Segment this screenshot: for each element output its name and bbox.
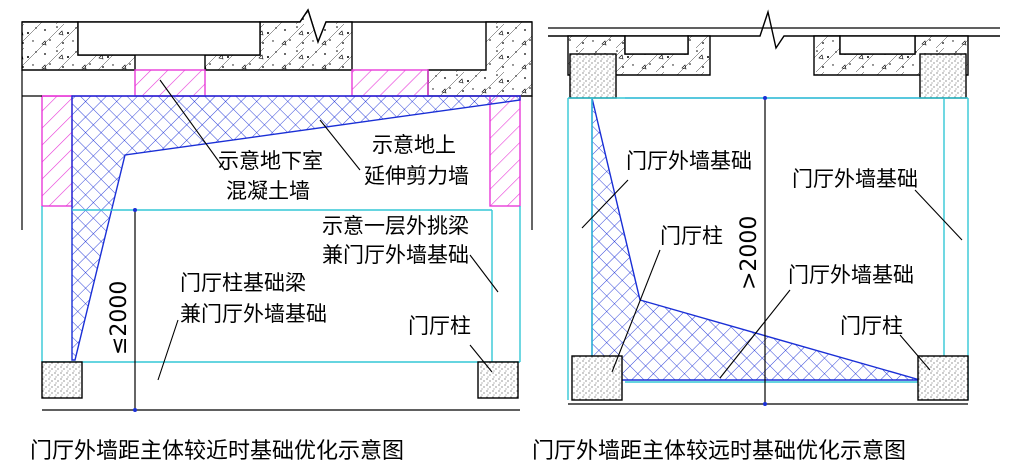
right-top-column-2 bbox=[919, 53, 967, 99]
left-leaders bbox=[157, 79, 499, 381]
right-leaders bbox=[581, 179, 963, 379]
label-col-beam-2: 兼门厅外墙基础 bbox=[180, 302, 327, 326]
label-dim-right: >2000 bbox=[737, 216, 762, 290]
label-shear-wall-1: 示意地上 bbox=[372, 133, 456, 157]
caption-left: 门厅外墙距主体较近时基础优化示意图 bbox=[30, 439, 404, 464]
left-column-1 bbox=[41, 361, 83, 399]
left-column-2 bbox=[477, 361, 519, 399]
label-column: 门厅柱 bbox=[408, 314, 471, 338]
label-beam-1: 示意一层外挑梁 bbox=[322, 214, 469, 238]
right-dimension bbox=[568, 96, 968, 406]
label-wall-found-1: 门厅外墙基础 bbox=[626, 149, 752, 173]
label-shear-wall-2: 延伸剪力墙 bbox=[364, 164, 469, 188]
right-slab bbox=[567, 35, 969, 76]
right-column-1 bbox=[571, 355, 623, 401]
right-top-column-1 bbox=[569, 53, 617, 99]
right-column-2 bbox=[917, 355, 969, 401]
label-beam-2: 兼门厅外墙基础 bbox=[322, 243, 469, 267]
label-dim-left: ≤2000 bbox=[107, 281, 132, 355]
label-wall-found-3: 门厅外墙基础 bbox=[788, 263, 914, 287]
right-diagram: 门厅外墙基础 门厅外墙基础 门厅外墙基础 门厅柱 门厅柱 >2000 bbox=[548, 9, 1000, 406]
left-diagram: 示意地下室 混凝土墙 示意地上 延伸剪力墙 示意一层外挑梁 兼门厅外墙基础 门厅… bbox=[21, 8, 533, 412]
left-cyan-outline bbox=[41, 206, 521, 363]
label-column-2: 门厅柱 bbox=[840, 314, 903, 338]
left-slab bbox=[21, 8, 533, 97]
label-col-beam-1: 门厅柱基础梁 bbox=[180, 271, 306, 295]
left-dimension bbox=[42, 208, 520, 412]
caption-right: 门厅外墙距主体较远时基础优化示意图 bbox=[532, 439, 906, 464]
label-column-1: 门厅柱 bbox=[660, 224, 723, 248]
left-foundation-hatch bbox=[71, 95, 521, 361]
label-basement-wall-2: 混凝土墙 bbox=[226, 179, 310, 203]
label-wall-found-2: 门厅外墙基础 bbox=[792, 167, 918, 191]
label-basement-wall-1: 示意地下室 bbox=[218, 149, 323, 173]
right-cyan-outline bbox=[567, 97, 969, 400]
